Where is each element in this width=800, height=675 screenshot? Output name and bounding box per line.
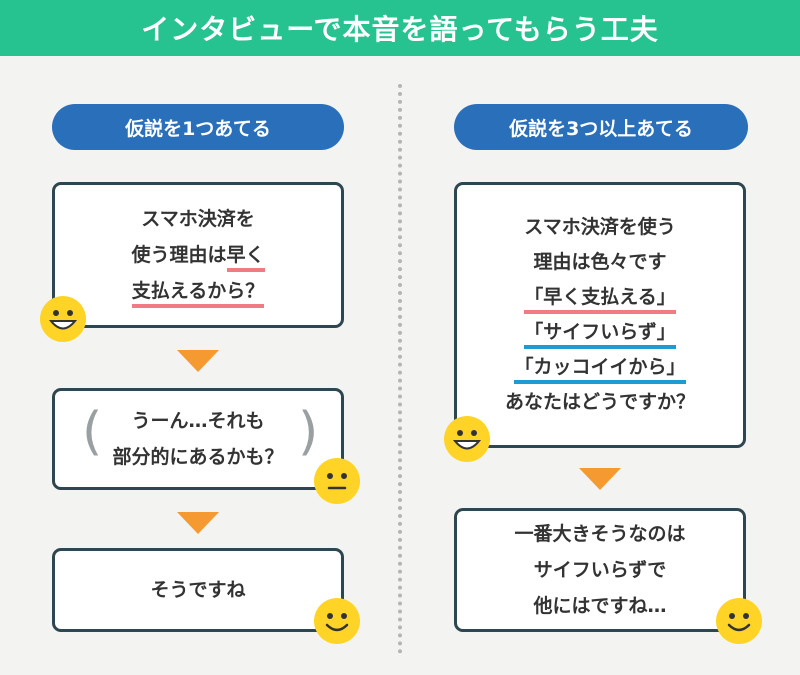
right-reply-line-2: サイフいらずで [533,559,667,581]
right-question-line-1: スマホ決済を使う [524,216,676,238]
left-question-line-2: 使う理由は早く [131,237,265,273]
left-question-line-2-text: 使う理由は [131,244,227,266]
left-question-line-1: スマホ決済を [141,208,255,230]
arrow-down-icon [177,512,219,534]
right-question-line-6: あなたはどうですか？ [504,391,695,413]
arrow-down-icon [177,350,219,372]
close-paren-icon: ) [298,402,319,462]
page-title: インタビューで本音を語ってもらう工夫 [141,13,659,46]
header-banner: インタビューで本音を語ってもらう工夫 [0,0,800,56]
neutral-face-icon [314,458,360,504]
right-reply-card: 一番大きそうなのは サイフいらずで 他にはですね… [454,508,746,632]
right-heading: 仮説を3つ以上あてる [454,104,748,150]
column-divider [398,84,402,654]
right-question-card: スマホ決済を使う 理由は色々です 「早く支払える」 「サイフいらず」 「カッコイ… [454,182,746,448]
grin-face-icon [444,416,490,462]
right-question-line-2: 理由は色々です [533,251,667,273]
left-reply-1-line-1: うーん…それも [131,410,265,432]
right-reply-line-3: 他にはですね… [533,595,667,617]
left-question-card: スマホ決済を 使う理由は早く 支払えるから？ [52,182,344,328]
right-reply-line-1: 一番大きそうなのは [514,523,686,545]
left-heading: 仮説を1つあてる [52,104,344,150]
smile-face-icon [716,598,762,644]
left-reply-card-1: うーん…それも 部分的にあるかも？ [52,388,344,490]
grin-face-icon [40,296,86,342]
left-reply-2-line-1: そうですね [150,579,246,601]
arrow-down-icon [579,468,621,490]
left-reply-card-2: そうですね [52,548,344,632]
left-question-line-3: 支払えるから？ [131,280,265,308]
left-reply-1-line-2: 部分的にあるかも？ [112,446,284,468]
open-paren-icon: ( [82,402,103,462]
right-option-2: 「サイフいらず」 [524,321,676,349]
right-option-1: 「早く支払える」 [524,286,676,314]
right-option-3: 「カッコイイから」 [514,356,686,384]
smile-face-icon [314,598,360,644]
left-hypothesis-highlight: 早く [226,244,265,272]
